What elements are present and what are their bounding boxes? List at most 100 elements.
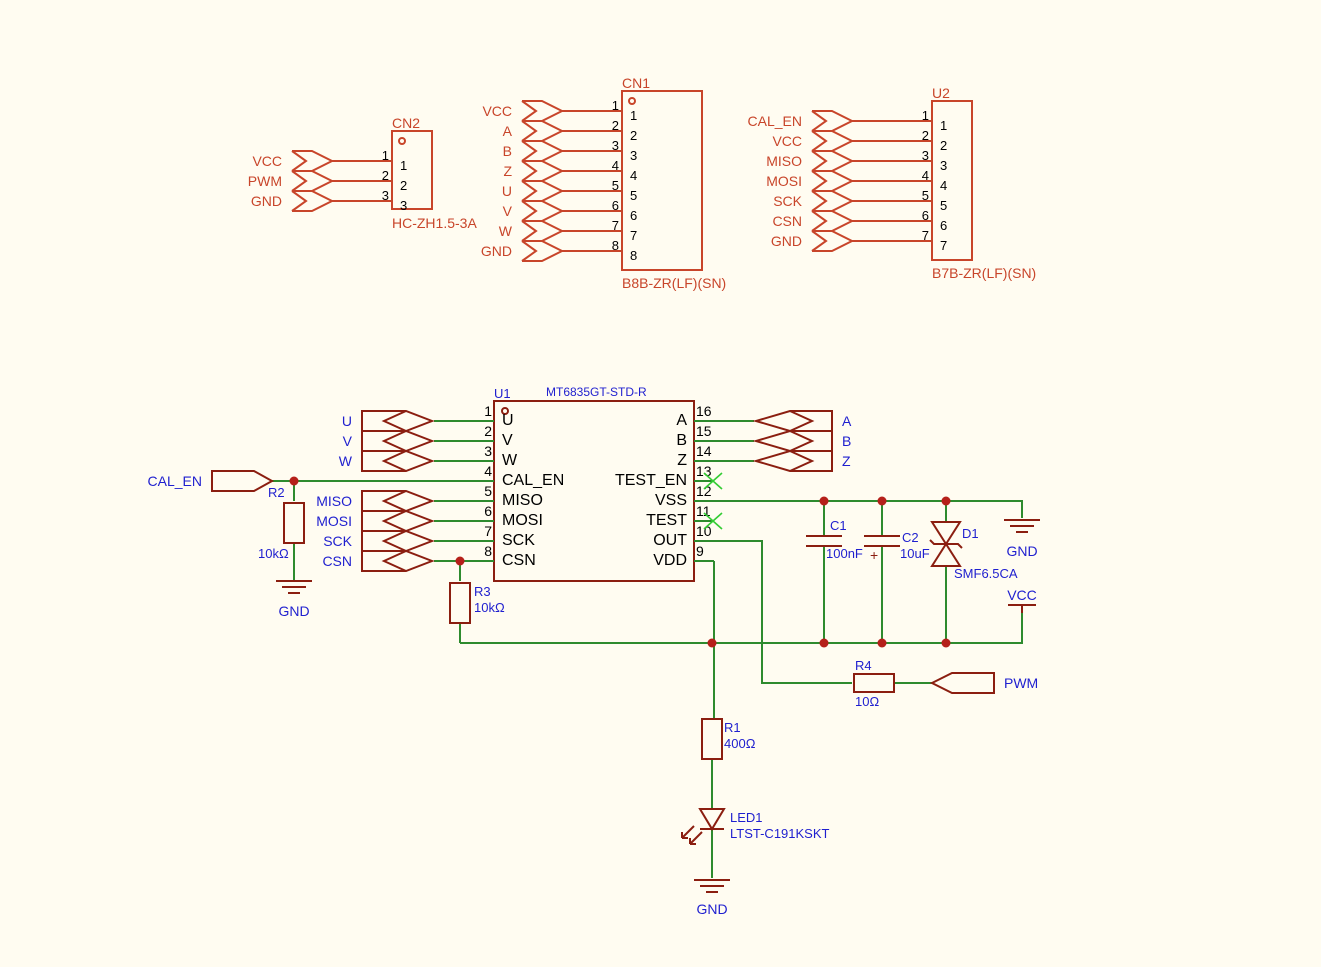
- cn1-pin-number-inner: 2: [630, 128, 637, 143]
- u1-pin-name: TEST_EN: [615, 472, 687, 489]
- net-flag-shape: [361, 490, 435, 512]
- r4-body: [853, 673, 895, 693]
- net-flag-cal-en[interactable]: CAL_EN: [148, 470, 275, 492]
- cn1-pin-number: 8: [612, 238, 619, 253]
- u1-pin-number: 7: [484, 523, 492, 539]
- u1-pin-name: U: [502, 412, 514, 429]
- u1-pin-number: 5: [484, 483, 492, 499]
- cn1-pin-number: 6: [612, 198, 619, 213]
- u2-net-label: CAL_EN: [748, 113, 802, 129]
- cn2-pin-number-inner: 2: [400, 178, 407, 193]
- tvs-diode-d1[interactable]: D1 SMF6.5CA: [929, 521, 1018, 581]
- junction: [455, 556, 465, 566]
- cn2-net-flag: [292, 190, 392, 212]
- led-led1[interactable]: LED1 LTST-C191KSKT: [681, 808, 830, 845]
- cn2-net-flag-tail: [291, 150, 308, 172]
- cn1-part: B8B-ZR(LF)(SN): [622, 275, 726, 291]
- cn1-net-flag-tail: [521, 100, 538, 122]
- r1-value: 400Ω: [724, 736, 756, 751]
- cn2-part: HC-ZH1.5-3A: [392, 215, 477, 231]
- r4-ref: R4: [855, 658, 872, 673]
- cn1-net-label: Z: [503, 163, 512, 179]
- u1-pin-number: 10: [696, 523, 712, 539]
- net-flag-shape: [361, 450, 435, 472]
- cn1-ref: CN1: [622, 75, 650, 91]
- cn1-net-label: VCC: [482, 103, 512, 119]
- led1-ref: LED1: [730, 810, 763, 825]
- r3-value: 10kΩ: [474, 600, 505, 615]
- u1-pin-name: B: [676, 432, 687, 449]
- u1-pin-number: 14: [696, 443, 712, 459]
- cn2-pin-number-inner: 1: [400, 158, 407, 173]
- cn1-pin-number-inner: 8: [630, 248, 637, 263]
- cal-en-flag-shape: [211, 470, 275, 492]
- resistor-r3[interactable]: R3 10kΩ: [449, 582, 505, 624]
- u2-net-flag: [812, 130, 932, 152]
- u2-net-flag-tail: [811, 170, 828, 192]
- u2-ref: U2: [932, 85, 950, 101]
- u1-pin-number: 3: [484, 443, 492, 459]
- u2-net-flag-tail: [811, 110, 828, 132]
- capacitor-c2[interactable]: C2 10uF +: [864, 530, 930, 563]
- u1-pin-name: SCK: [502, 532, 535, 549]
- u1-pin-number: 12: [696, 483, 712, 499]
- r3-ref: R3: [474, 584, 491, 599]
- cn1-pin-number-inner: 6: [630, 208, 637, 223]
- c1-ref: C1: [830, 518, 847, 533]
- cn1-net-flag-tail: [521, 140, 538, 162]
- net-flag-shape: [752, 410, 833, 432]
- u2-pin-number: 2: [922, 128, 929, 143]
- d1-bar: [929, 539, 963, 549]
- net-flag-label: MOSI: [316, 513, 352, 529]
- resistor-r4[interactable]: R4 10Ω: [853, 658, 895, 709]
- u2-net-flag-tail: [811, 210, 828, 232]
- wire-uvw: [434, 420, 474, 462]
- c1-value: 100nF: [826, 546, 863, 561]
- net-flag-label: MISO: [316, 493, 352, 509]
- u1-pin-number: 13: [696, 463, 712, 479]
- cn1-pin-number-inner: 1: [630, 108, 637, 123]
- cn2-net-flag-tail: [291, 190, 308, 212]
- c2-plates: [864, 535, 900, 547]
- led1-arrow-icon: [689, 831, 703, 845]
- junction: [819, 496, 829, 506]
- resistor-r2[interactable]: R2 10kΩ: [258, 485, 305, 561]
- cn2-pin-number-inner: 3: [400, 198, 407, 213]
- cn1-net-flag-tail: [521, 220, 538, 242]
- wire-vss: [714, 500, 1023, 518]
- cn1-net-label: B: [503, 143, 512, 159]
- cn1-net-flag-tail: [521, 240, 538, 262]
- cn1-net-flag: [522, 240, 622, 262]
- u1-pin-number: 1: [484, 403, 492, 419]
- u1-pin-number: 6: [484, 503, 492, 519]
- u2-net-flag: [812, 150, 932, 172]
- net-flag-label: V: [343, 433, 353, 449]
- wires: [272, 420, 1023, 878]
- cn1-pin-number-inner: 7: [630, 228, 637, 243]
- u2-net-label: CSN: [772, 213, 802, 229]
- net-flag-pwm[interactable]: PWM: [929, 672, 1038, 694]
- u1-pin-number: 15: [696, 423, 712, 439]
- pwm-flag-shape: [929, 672, 995, 694]
- vcc-symbol: VCC: [1007, 587, 1037, 613]
- cn1-net-flag-tail: [521, 160, 538, 182]
- u2-net-flag-tail: [811, 190, 828, 212]
- cn2-pin-number: 1: [382, 148, 389, 163]
- no-connect-markers: [703, 472, 723, 530]
- resistor-r1[interactable]: R1 400Ω: [701, 718, 756, 760]
- u1-pin-name: Z: [677, 452, 687, 469]
- u1-pin-name: MOSI: [502, 512, 543, 529]
- cn1-body: [621, 90, 703, 271]
- c1-plates: [806, 535, 842, 547]
- u1-pin1-marker: [501, 407, 509, 415]
- ic-u1[interactable]: U1 MT6835GT-STD-R 1U2V3W4CAL_EN5MISO6MOS…: [474, 385, 714, 582]
- net-flags-abz: ABZ: [752, 410, 852, 472]
- capacitor-c1[interactable]: C1 100nF: [806, 518, 863, 561]
- u1-pin-name: VSS: [655, 492, 687, 509]
